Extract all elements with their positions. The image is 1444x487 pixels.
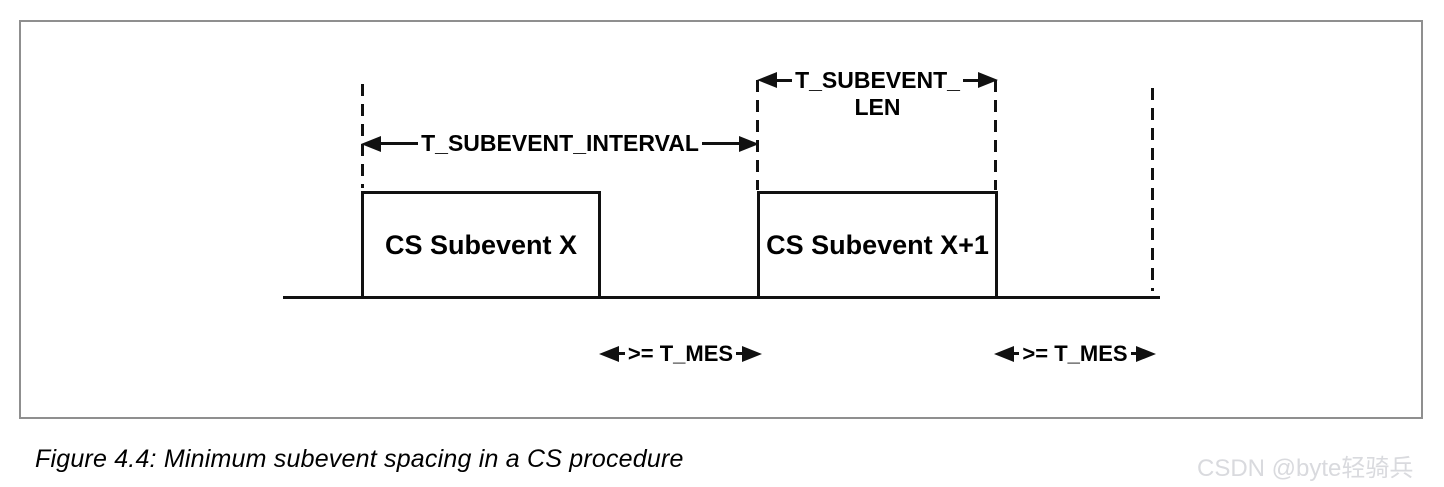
dashed-line-subevent-x1-start	[756, 80, 759, 190]
t-mes-label-left: >= T_MES	[627, 340, 734, 366]
figure-caption: Figure 4.4: Minimum subevent spacing in …	[35, 445, 684, 473]
dashed-line-subevent-x1-end	[994, 80, 997, 190]
arrow-line	[381, 142, 419, 145]
t-mes-annotation-right: >= T_MES	[994, 341, 1156, 366]
figure-border	[19, 20, 1423, 419]
arrowhead-right-icon	[742, 345, 762, 362]
cs-subevent-x1-box: CS Subevent X+1	[757, 191, 998, 299]
arrow-line	[1014, 352, 1020, 355]
cs-subevent-x1-label: CS Subevent X+1	[766, 229, 989, 260]
arrow-line	[962, 78, 978, 82]
cs-subevent-x-box: CS Subevent X	[361, 191, 601, 299]
t-mes-label-right: >= T_MES	[1022, 340, 1128, 366]
arrowhead-left-icon	[994, 345, 1014, 362]
t-mes-annotation-left: >= T_MES	[599, 341, 762, 366]
arrowhead-left-icon	[361, 135, 381, 152]
cs-subevent-x-label: CS Subevent X	[384, 229, 578, 260]
watermark-text: CSDN @byte轻骑兵	[1197, 455, 1414, 482]
arrow-line	[701, 142, 740, 145]
arrowhead-left-icon	[757, 72, 777, 88]
arrowhead-right-icon	[1136, 345, 1156, 362]
t-subevent-len-annotation: T_SUBEVENT_ LEN	[757, 66, 998, 120]
arrow-line	[736, 352, 742, 355]
arrow-line	[619, 352, 625, 355]
arrowhead-left-icon	[599, 345, 619, 362]
arrowhead-right-icon	[978, 72, 998, 88]
t-subevent-interval-annotation: T_SUBEVENT_INTERVAL	[361, 130, 760, 156]
t-subevent-len-label-line1: T_SUBEVENT_	[795, 66, 960, 93]
arrow-line	[1130, 352, 1136, 355]
dashed-line-next-subevent-start	[1151, 88, 1154, 291]
t-subevent-len-arrow: T_SUBEVENT_	[757, 66, 998, 94]
t-subevent-len-label-line2: LEN	[854, 94, 901, 120]
t-subevent-interval-label: T_SUBEVENT_INTERVAL	[421, 130, 699, 156]
arrow-line	[777, 78, 793, 82]
timeline-baseline	[283, 296, 1160, 299]
arrowhead-right-icon	[739, 135, 760, 152]
